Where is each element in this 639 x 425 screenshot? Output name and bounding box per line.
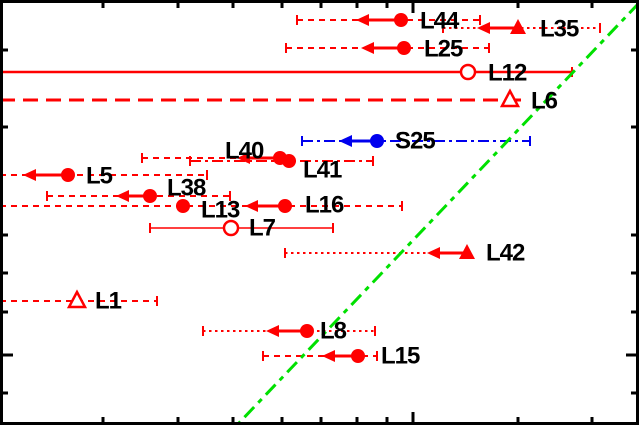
label-L1: L1 [95,288,122,315]
label-L41: L41 [303,157,342,184]
marker-L8 [300,324,314,338]
left-arrow-icon-L8 [266,325,279,337]
left-arrow-icon-L25 [361,42,374,54]
marker-L38 [143,189,157,203]
label-L25: L25 [424,36,463,63]
label-L38: L38 [167,175,206,202]
marker-L41 [282,154,296,168]
marker-L7 [222,219,240,237]
label-L8: L8 [320,318,347,345]
label-L12: L12 [488,60,527,87]
label-L5: L5 [86,163,113,190]
left-arrow-icon-L35 [477,22,490,34]
left-arrow-icon-S25 [339,135,352,147]
label-L35: L35 [540,16,579,43]
left-arrow-icon-L38 [116,190,129,202]
marker-L13 [176,199,190,213]
label-L7: L7 [249,215,276,242]
left-arrow-icon-L16 [245,200,258,212]
marker-L6 [499,88,521,108]
error-bars-layer [0,15,601,361]
left-arrow-icon-L5 [23,169,36,181]
label-L6: L6 [531,88,558,115]
marker-L15 [351,349,365,363]
marker-L16 [278,199,292,213]
marker-S25 [370,134,384,148]
label-L40: L40 [225,138,264,165]
label-L16: L16 [305,192,344,219]
marker-L35 [510,19,526,34]
reference-line-layer [235,1,639,425]
left-arrow-icon-L40 [237,152,250,164]
green-diagonal [235,1,639,425]
marker-L25 [397,41,411,55]
marker-L1 [66,289,88,309]
marker-L12 [459,63,477,81]
left-arrow-icon-L42 [427,247,440,259]
label-L42: L42 [486,240,525,267]
label-S25: S25 [395,128,435,155]
marker-L5 [61,168,75,182]
left-arrow-icon-L15 [322,350,335,362]
marker-L44 [394,13,408,27]
label-L15: L15 [381,343,420,370]
markers-layer [23,13,526,363]
label-L44: L44 [420,8,460,35]
marker-L42 [459,244,475,259]
left-arrow-icon-L44 [356,14,369,26]
label-L13: L13 [201,197,240,224]
